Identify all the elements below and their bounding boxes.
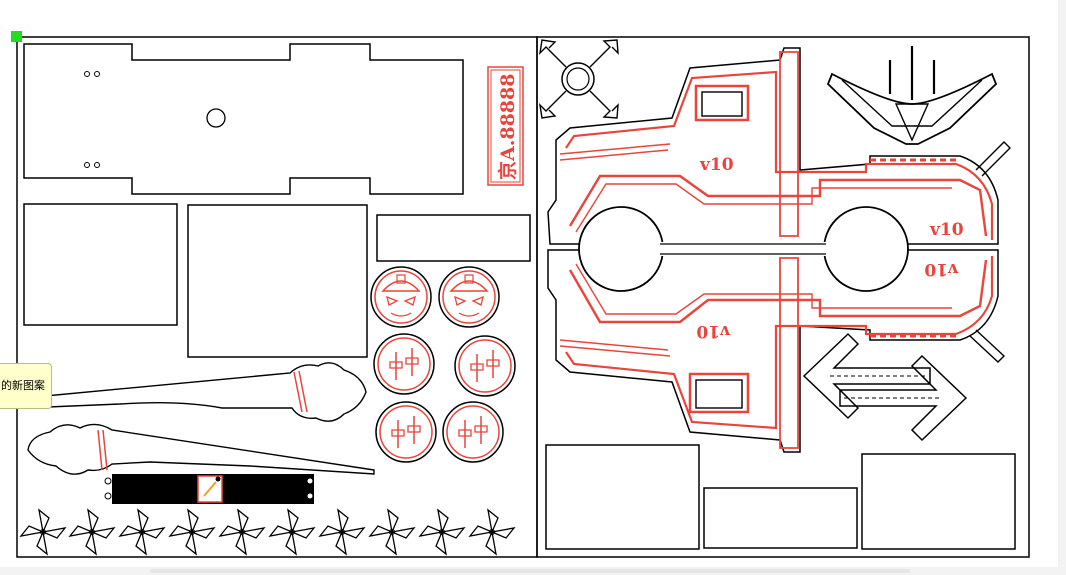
body-label-upper: v10 <box>699 155 734 175</box>
base-panel-a[interactable] <box>545 444 700 550</box>
truck-body-upper[interactable]: v10 v10 <box>547 47 999 245</box>
sheet-right-border <box>536 36 1030 558</box>
knob-medallion-1[interactable] <box>373 333 435 395</box>
antenna-lower[interactable] <box>969 329 1006 363</box>
deck-label-lower: v10 <box>924 259 959 279</box>
connector-bar[interactable] <box>104 474 314 504</box>
license-plate-text: 京A.88888 <box>496 74 519 180</box>
side-panel-a[interactable] <box>23 203 178 326</box>
vertical-scrollbar[interactable] <box>1058 0 1066 575</box>
design-canvas[interactable]: 京A.88888 <box>0 0 1058 567</box>
deck-label-upper: v10 <box>929 220 964 240</box>
base-panel-c[interactable] <box>861 453 1016 550</box>
wheel-well-rear <box>823 206 909 292</box>
cross-hub-piece[interactable] <box>538 39 619 119</box>
arrow-piece-right[interactable] <box>839 354 968 442</box>
cutting-layout[interactable]: 京A.88888 <box>0 0 1058 567</box>
tooltip-text: 的新图案 <box>1 379 45 392</box>
face-medallion-1[interactable] <box>370 266 432 328</box>
chassis-plate[interactable] <box>23 43 464 195</box>
origin-handle[interactable] <box>11 31 22 42</box>
license-plate[interactable]: 京A.88888 <box>487 66 524 186</box>
knob-medallion-4[interactable] <box>442 401 504 463</box>
antenna-upper[interactable] <box>975 141 1011 177</box>
pattern-tooltip[interactable]: 的新图案 <box>0 363 52 409</box>
knob-medallion-3[interactable] <box>375 401 437 463</box>
strip-panel[interactable] <box>376 214 531 262</box>
chassis-hole <box>206 108 226 128</box>
arrow-piece-left[interactable] <box>802 332 931 420</box>
torch-piece-1[interactable] <box>23 362 367 422</box>
torch-piece-2[interactable] <box>27 423 375 475</box>
aircraft-piece[interactable] <box>826 46 998 145</box>
truck-body-lower[interactable]: v10 v10 <box>547 249 999 453</box>
horizontal-scroll-thumb[interactable] <box>150 569 910 573</box>
pinwheel-row[interactable] <box>20 509 515 555</box>
horizontal-scrollbar[interactable] <box>0 567 1058 575</box>
body-label-lower: v10 <box>696 321 731 341</box>
knob-medallion-2[interactable] <box>454 335 516 397</box>
wheel-well-front <box>578 206 664 292</box>
side-panel-b[interactable] <box>187 204 368 358</box>
base-panel-b[interactable] <box>703 487 858 549</box>
face-medallion-2[interactable] <box>438 266 500 328</box>
